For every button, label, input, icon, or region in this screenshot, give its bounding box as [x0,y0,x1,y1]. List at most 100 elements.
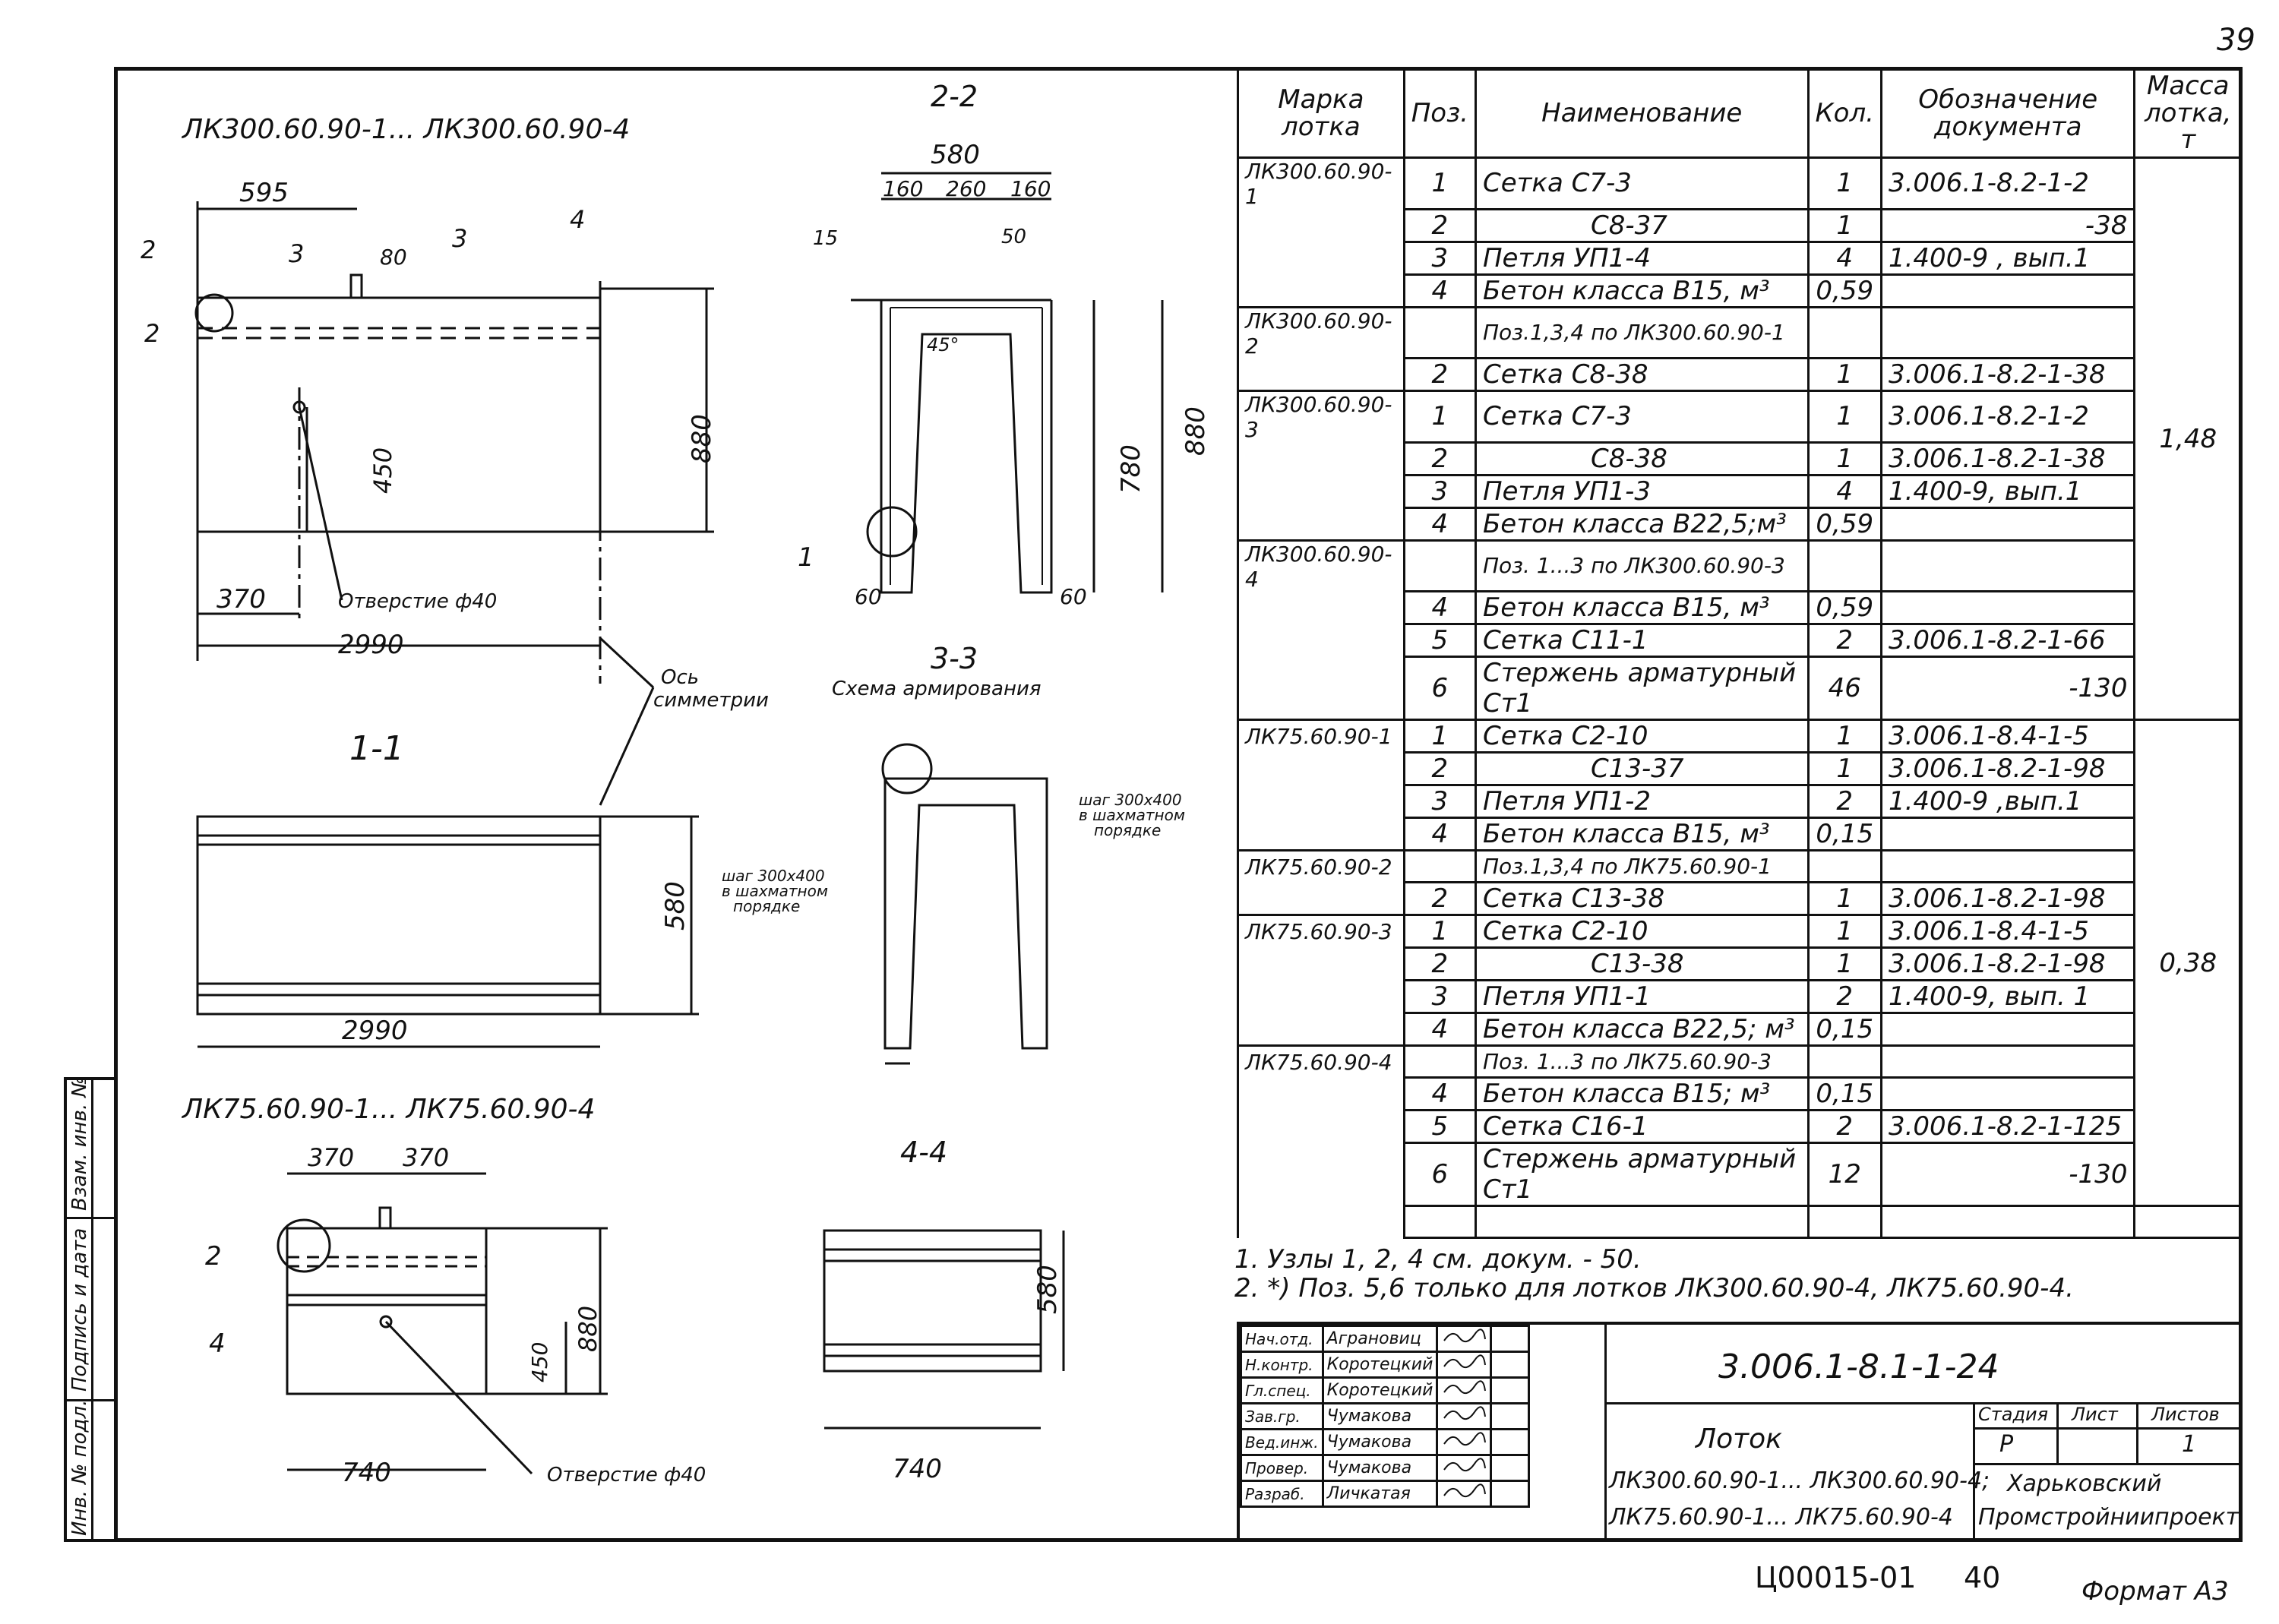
note-2: 2. *) Поз. 5,6 только для лотков ЛК300.6… [1234,1273,2074,1303]
dim-370: 370 [217,584,266,615]
step-note-r2: в шахматном [1079,806,1185,824]
dim-60b: 60 [1060,584,1087,609]
plan-300-body [196,815,602,1016]
spec-qty: 1 [1806,751,1882,786]
dim-1: 1 [798,542,814,573]
date-cell [1490,1428,1531,1456]
product-marks-2: ЛК75.60.90-1... ЛК75.60.90-4 [1609,1504,1953,1531]
spec-mark [1237,442,1405,475]
spec-qty: 0,59 [1806,590,1882,625]
spec-mark [1237,980,1405,1013]
node-1-circle [866,506,918,558]
title-300: ЛК300.60.90-1... ЛК300.60.90-4 [181,114,630,145]
spec-qty: 12 [1806,1142,1882,1207]
spec-mark [1237,1205,1405,1238]
spec-qty [1806,305,1882,359]
date-cell [1490,1402,1531,1430]
section-33-outline [883,777,1048,1050]
stage-value: Р [1999,1431,2014,1458]
dim-450: 450 [368,447,397,494]
signature-cell [1436,1376,1493,1404]
spec-qty [1806,539,1882,592]
spec-doc: 3.006.1-8.4-1-5 [1879,719,2136,754]
dim-2990a: 2990 [338,630,404,660]
sheet-label: Лист [2072,1404,2118,1425]
header-doc: Обозначение документа [1879,68,2136,159]
dim-45deg: 45° [927,334,959,355]
signer-role: Нач.отд. [1240,1325,1324,1353]
title-75: ЛК75.60.90-1... ЛК75.60.90-4 [181,1094,595,1125]
step-note-l1: шаг 300х400 [722,867,825,885]
spec-qty: 4 [1806,240,1882,276]
spec-doc: -130 [1879,656,2136,721]
dim-595: 595 [239,178,289,208]
spec-row [1237,1205,2243,1239]
dim-160a: 160 [883,176,923,201]
spec-doc: 3.006.1-8.2-1-38 [1879,441,2136,476]
spec-pos: 2 [1402,357,1477,392]
dim-370b: 370 [403,1143,449,1172]
spec-qty: 2 [1806,623,1882,658]
section-11-title: 1-1 [349,729,404,768]
spec-name: Бетон класса В15, м³ [1474,273,1810,308]
spec-mark [1237,1142,1405,1206]
dim-3a: 3 [289,239,304,268]
spec-mark: ЛК75.60.90-1 [1237,719,1405,753]
node-2-circle [194,293,234,333]
signature-cell [1436,1454,1493,1482]
spec-mark [1237,1110,1405,1143]
spec-doc: 3.006.1-8.2-1-98 [1879,751,2136,786]
section-22-outline [880,300,1053,594]
page-number: 39 [2217,23,2255,58]
dim-80: 80 [380,245,407,270]
spec-name: Поз.1,3,4 по ЛК300.60.90-1 [1474,305,1810,359]
spec-name: Сетка С7-3 [1474,390,1810,444]
spec-pos: 3 [1402,240,1477,276]
spec-qty: 4 [1806,473,1882,509]
spec-mark: ЛК300.60.90-4 [1237,539,1405,592]
spec-mark [1237,882,1405,915]
signer-name: Коротецкий [1321,1351,1439,1379]
spec-qty: 1 [1806,357,1882,392]
doc-code: 3.006.1-8.1-1-24 [1718,1348,1999,1386]
spec-name: Бетон класса В15, м³ [1474,590,1810,625]
spec-mark [1237,242,1405,274]
spec-mark [1237,475,1405,507]
spec-name: Бетон класса В15, м³ [1474,817,1810,851]
dim-60a: 60 [855,584,882,609]
dim-370a: 370 [308,1143,354,1172]
footer-page: 40 [1964,1561,2001,1594]
spec-doc: 1.400-9 , вып.1 [1879,240,2136,276]
spec-pos: 4 [1402,817,1477,851]
step-note-l2: в шахматном [722,882,828,900]
dim-260: 260 [946,176,986,201]
spec-doc [1879,305,2136,359]
section-44-body [823,1229,1042,1373]
spec-name: Петля УП1-4 [1474,240,1810,276]
spec-mark [1237,785,1405,818]
header-mark: Марка лотка [1237,68,1405,159]
spec-pos: 2 [1402,207,1477,243]
spec-doc: 3.006.1-8.2-1-98 [1879,881,2136,916]
spec-name: С13-38 [1474,946,1810,981]
dim-580a: 580 [931,140,980,170]
signer-role: Провер. [1240,1454,1324,1482]
spec-pos [1402,305,1477,359]
spec-pos: 4 [1402,506,1477,542]
spec-qty: 1 [1806,881,1882,916]
spec-qty: 0,59 [1806,273,1882,308]
dim-780: 780 [1116,444,1146,494]
dim-75-pos2: 2 [205,1241,222,1272]
archive-number: Ц00015-01 [1755,1561,1917,1594]
spec-doc: 3.006.1-8.2-1-2 [1879,390,2136,444]
spec-name: С8-38 [1474,441,1810,476]
